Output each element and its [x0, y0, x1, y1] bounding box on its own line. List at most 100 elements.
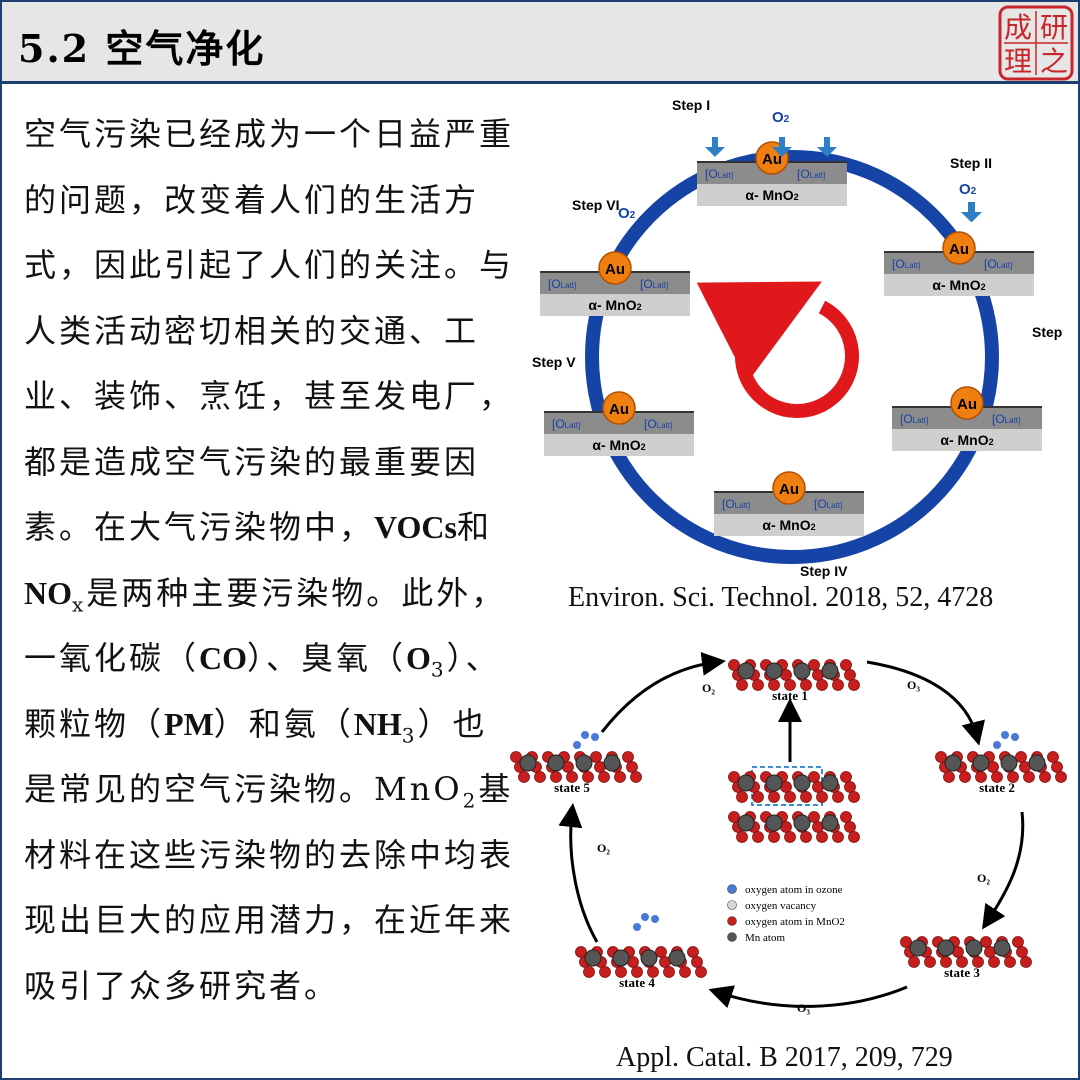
au-particle	[602, 391, 636, 425]
text-run: 基材料在这些污染物的去除中均表现出巨大的应用潜力，在近年来吸引了众多研究者。	[24, 770, 515, 1005]
svg-text:成: 成	[1004, 12, 1032, 44]
olatt-label: [OLatt]	[892, 257, 920, 271]
mno2-cluster	[900, 936, 1032, 968]
down-arrow-icon	[961, 202, 981, 222]
ozone-states-figure: state 1 state 2 state 3 state 4 state 5 O₂ O₃ O…	[510, 651, 1067, 1015]
step-label: Step I	[672, 97, 710, 113]
bold-term: PM	[164, 705, 214, 742]
olatt-label: [OLatt]	[984, 257, 1012, 271]
olatt-label: [OLatt]	[640, 277, 668, 291]
mno2-cluster	[575, 946, 707, 978]
state-4: state 4	[575, 946, 707, 990]
down-arrow-icon	[705, 137, 725, 157]
support-label: α- MnO2	[592, 437, 645, 453]
subscript: 3	[430, 657, 447, 682]
state-3: state 3	[900, 936, 1032, 980]
cycle-step-3: [OLatt] [OLatt] α- MnO2 Au Step III	[892, 324, 1062, 451]
olatt-label: [OLatt]	[552, 417, 580, 431]
figure1-caption: Environ. Sci. Technol. 2018, 52, 4728	[568, 582, 994, 613]
mno2-cluster	[935, 751, 1067, 783]
au-particle	[772, 471, 806, 505]
step-label: Step II	[950, 155, 992, 171]
legend-item: Mn atom	[727, 932, 785, 944]
mno2-cluster	[728, 659, 860, 691]
state-label: state 1	[772, 688, 808, 703]
legend-item: oxygen atom in ozone	[727, 884, 843, 896]
legend-item: oxygen atom in MnO2	[727, 916, 845, 928]
state-5: state 5	[510, 751, 642, 795]
bold-term: NO	[24, 574, 72, 611]
text-run: ）和氨（	[213, 704, 354, 743]
arrow-label: O₃	[907, 678, 920, 692]
subscript: 3	[401, 722, 418, 747]
support-label: α- MnO2	[932, 277, 985, 293]
olatt-label: [OLatt]	[705, 167, 733, 181]
arrow-label: O₂	[977, 871, 990, 885]
arrow-label: O₂	[597, 841, 610, 855]
svg-text:理: 理	[1004, 47, 1032, 78]
legend-label: oxygen atom in MnO2	[745, 916, 845, 928]
logo-seal-icon: 成 研 理 之	[998, 5, 1074, 81]
step-label: Step V	[532, 354, 576, 370]
legend-label: oxygen vacancy	[745, 900, 817, 912]
subscript: 2	[462, 788, 479, 813]
figure2-caption: Appl. Catal. B 2017, 209, 729	[616, 1042, 953, 1073]
au-particle	[598, 251, 632, 285]
olatt-label: [OLatt]	[900, 412, 928, 426]
state-label: state 2	[979, 780, 1015, 795]
o2-label: O2	[959, 181, 977, 198]
down-arrow-icon	[817, 137, 837, 157]
olatt-label: [OLatt]	[644, 417, 672, 431]
svg-text:之: 之	[1040, 46, 1068, 78]
bold-term: VOCs	[374, 509, 457, 545]
au-label: Au	[779, 481, 799, 498]
o2-label: O2	[618, 205, 636, 222]
subscript: x	[72, 591, 87, 616]
step-label: Step III	[1032, 324, 1062, 340]
state-1: state 1	[728, 659, 860, 703]
down-arrow-icon	[772, 137, 792, 157]
olatt-label: [OLatt]	[548, 277, 576, 291]
au-label: Au	[949, 241, 969, 258]
au-particle	[942, 231, 976, 265]
step-label: Step VI	[572, 197, 619, 213]
svg-text:研: 研	[1040, 13, 1068, 44]
support-label: α- MnO2	[588, 297, 641, 313]
olatt-label: [OLatt]	[797, 167, 825, 181]
olatt-label: [OLatt]	[814, 497, 842, 511]
step-label: Step IV	[800, 563, 848, 579]
o2-label: O2	[772, 109, 790, 126]
olatt-label: [OLatt]	[992, 412, 1020, 426]
body-paragraph: 空气污染已经成为一个日益严重的问题，改变着人们的生活方式，因此引起了人们的关注。…	[24, 102, 514, 1019]
bold-term: CO	[199, 640, 248, 676]
header-bar: 5.2 空气净化 成 研 理 之	[2, 2, 1078, 84]
text-run: ）也是常见的空气污染物。MnO	[24, 704, 488, 809]
page-title: 5.2 空气净化	[18, 26, 266, 71]
olatt-label: [OLatt]	[722, 497, 750, 511]
support-label: α- MnO2	[745, 187, 798, 203]
au-label: Au	[605, 261, 625, 278]
text-run: ）、颗粒物（	[24, 639, 501, 743]
bold-term: O	[406, 640, 431, 676]
arrow-label: O₃	[797, 1001, 810, 1015]
state-label: state 3	[944, 965, 980, 980]
text-run: ）、臭氧（	[247, 639, 407, 677]
cycle-step-2: [OLatt] [OLatt] α- MnO2 Au Step II	[884, 155, 1034, 296]
legend-label: Mn atom	[745, 932, 785, 944]
legend-item: oxygen vacancy	[727, 900, 817, 912]
support-label: α- MnO2	[762, 517, 815, 533]
text-run: 空气污染已经成为一个日益严重的问题，改变着人们的生活方式，因此引起了人们的关注。…	[24, 115, 515, 546]
state-label: state 5	[554, 780, 590, 795]
mno2-cluster	[728, 811, 860, 843]
legend-label: oxygen atom in ozone	[745, 884, 843, 896]
support-label: α- MnO2	[940, 432, 993, 448]
bold-term: NH	[353, 705, 402, 742]
cycle-step-6: [OLatt] [OLatt] α- MnO2 Au Step VI	[540, 197, 690, 316]
au-label: Au	[957, 396, 977, 413]
cycle-step-5: [OLatt] [OLatt] α- MnO2 Au Step V	[532, 354, 694, 456]
au-label: Au	[609, 401, 629, 418]
